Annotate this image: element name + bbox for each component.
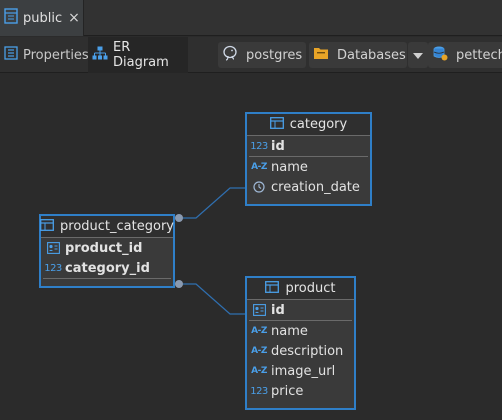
editor-subtab-bar: Properties ER Diagram postgres bbox=[0, 37, 502, 73]
breadcrumb-label: postgres bbox=[246, 47, 303, 63]
chevron-down-icon bbox=[413, 48, 423, 63]
entity-header: category bbox=[247, 114, 370, 136]
column-name: name bbox=[271, 323, 308, 339]
properties-icon bbox=[4, 46, 18, 64]
clock-icon bbox=[251, 181, 267, 193]
connector-dot-product bbox=[175, 280, 183, 288]
column-row[interactable]: 123 id bbox=[247, 136, 370, 156]
tab-properties[interactable]: Properties bbox=[0, 37, 89, 73]
key-separator bbox=[43, 278, 171, 279]
table-icon bbox=[269, 116, 284, 133]
column-row[interactable]: creation_date bbox=[247, 177, 370, 197]
editor-tab-label: public bbox=[23, 10, 63, 26]
breadcrumb-label: Databases bbox=[337, 47, 406, 63]
databases-dropdown-button[interactable] bbox=[408, 42, 428, 68]
foreign-key-icon bbox=[45, 242, 61, 254]
entity-product-category[interactable]: product_category product_id 123 category… bbox=[39, 214, 175, 288]
text-type-icon: A-Z bbox=[251, 346, 267, 356]
relationship-lines bbox=[175, 187, 246, 315]
er-diagram-icon bbox=[92, 46, 108, 64]
editor-tab-public[interactable]: public × bbox=[0, 0, 84, 36]
foreign-key-icon bbox=[251, 304, 267, 316]
column-row[interactable]: id bbox=[247, 300, 354, 320]
entity-header: product bbox=[247, 278, 354, 300]
column-name: description bbox=[271, 343, 344, 359]
column-row[interactable]: A-Z image_url bbox=[247, 361, 354, 381]
breadcrumb-pettech[interactable]: pettech bbox=[428, 42, 502, 68]
table-schema-icon bbox=[4, 8, 18, 28]
text-type-icon: A-Z bbox=[251, 326, 267, 336]
column-row[interactable]: product_id bbox=[41, 238, 173, 258]
tab-er-diagram-label: ER Diagram bbox=[113, 40, 169, 70]
entity-title: product bbox=[285, 281, 336, 296]
column-row[interactable]: 123 price bbox=[247, 381, 354, 401]
folder-icon bbox=[313, 46, 329, 64]
tab-er-diagram[interactable]: ER Diagram bbox=[88, 37, 188, 73]
entity-product[interactable]: product id A-Z name A-Z description A-Z … bbox=[245, 276, 356, 410]
column-row[interactable]: 123 category_id bbox=[41, 258, 173, 278]
numeric-type-icon: 123 bbox=[44, 262, 62, 274]
er-diagram-canvas[interactable]: category 123 id A-Z name creation_date p… bbox=[0, 74, 502, 420]
column-name: product_id bbox=[65, 240, 143, 256]
column-name: creation_date bbox=[271, 179, 360, 195]
column-name: image_url bbox=[271, 363, 336, 379]
column-name: id bbox=[271, 138, 285, 154]
column-name: category_id bbox=[65, 260, 150, 276]
column-row[interactable]: A-Z name bbox=[247, 157, 370, 177]
database-icon bbox=[432, 45, 448, 65]
numeric-type-icon: 123 bbox=[250, 140, 268, 152]
table-icon bbox=[40, 218, 54, 235]
breadcrumb-databases[interactable]: Databases bbox=[309, 42, 407, 68]
relationship-line-category bbox=[178, 187, 246, 219]
breadcrumb-postgres[interactable]: postgres bbox=[218, 42, 306, 68]
relationship-line-product bbox=[178, 283, 246, 315]
text-type-icon: A-Z bbox=[251, 366, 267, 376]
tab-properties-label: Properties bbox=[23, 47, 89, 63]
column-name: name bbox=[271, 159, 308, 175]
editor-tab-strip: public × bbox=[0, 0, 502, 36]
numeric-type-icon: 123 bbox=[250, 385, 268, 397]
postgresql-elephant-icon bbox=[222, 45, 238, 65]
entity-category[interactable]: category 123 id A-Z name creation_date bbox=[245, 112, 372, 206]
column-name: id bbox=[271, 302, 285, 318]
connector-dot-category bbox=[175, 214, 183, 222]
key-separator bbox=[249, 320, 352, 321]
breadcrumb-label: pettech bbox=[456, 47, 502, 63]
close-icon[interactable]: × bbox=[68, 10, 80, 26]
column-row[interactable]: A-Z description bbox=[247, 341, 354, 361]
text-type-icon: A-Z bbox=[251, 162, 267, 172]
table-icon bbox=[265, 280, 280, 297]
column-row[interactable]: A-Z name bbox=[247, 321, 354, 341]
column-name: price bbox=[271, 383, 304, 399]
entity-title: product_category bbox=[60, 219, 174, 234]
entity-header: product_category bbox=[40, 216, 174, 238]
key-separator bbox=[249, 156, 368, 157]
entity-title: category bbox=[289, 117, 348, 132]
